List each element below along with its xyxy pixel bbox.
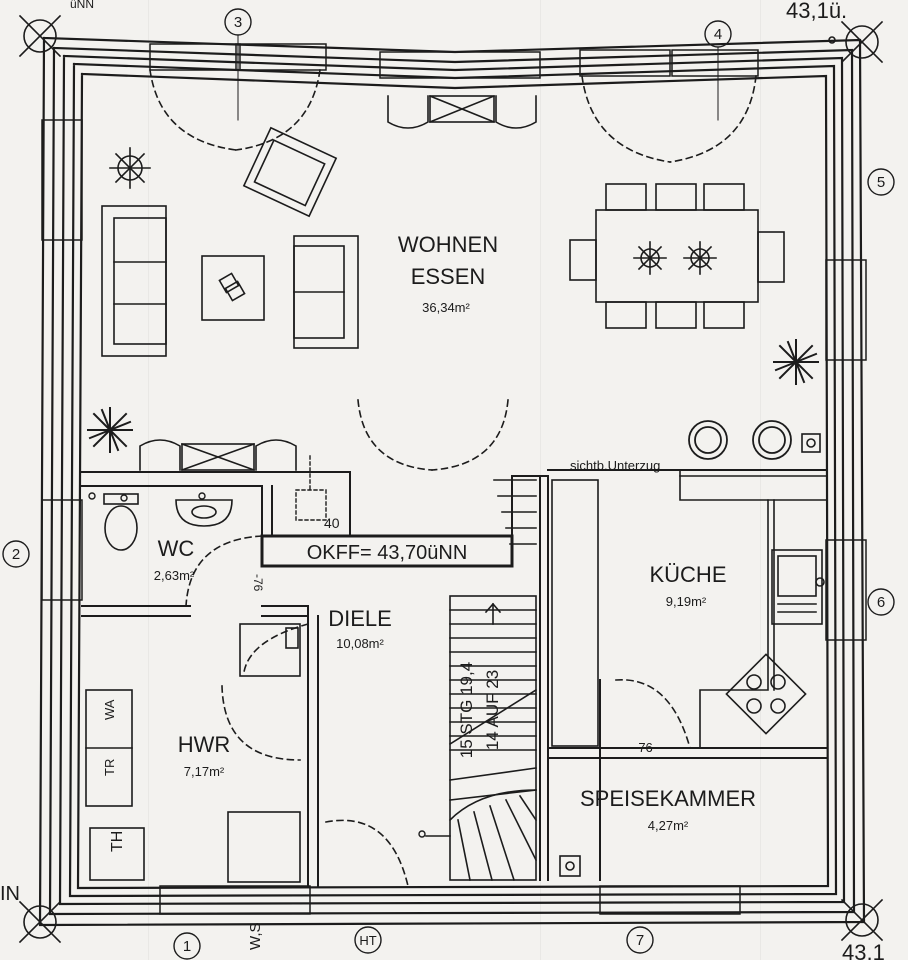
armchair xyxy=(242,126,338,218)
dots xyxy=(88,492,426,838)
ceiling-lights xyxy=(109,147,717,275)
room-wohnen-name-2: ESSEN xyxy=(411,264,486,289)
axis-labels: 1 2 3 4 5 6 7 xyxy=(12,14,885,955)
sofa-left xyxy=(101,205,167,357)
room-speisekammer-area: 4,27m² xyxy=(648,818,689,833)
coffee-table xyxy=(201,255,265,321)
room-diele-area: 10,08m² xyxy=(336,636,384,651)
dim-76-pantry: -76- xyxy=(634,740,657,755)
plant-symbols xyxy=(87,339,819,453)
heat-label: TH xyxy=(109,831,126,852)
room-wc-name: WC xyxy=(158,536,195,561)
axis-label-6: 6 xyxy=(877,594,885,611)
corner-crosshairs xyxy=(18,14,884,944)
axis-label-1: 1 xyxy=(183,938,191,955)
interior-walls xyxy=(81,469,827,887)
dryer-label: TR xyxy=(102,759,117,776)
room-kueche-name: KÜCHE xyxy=(649,562,726,587)
outer-walls xyxy=(38,36,866,927)
ws-label: W,S xyxy=(247,922,264,950)
dim-40: 40 xyxy=(324,515,340,531)
room-wohnen-name-1: WOHNEN xyxy=(398,232,498,257)
windows xyxy=(41,43,867,915)
washer-label: WA xyxy=(102,699,117,720)
unterzug-label: sichtb.Unterzug xyxy=(570,458,660,473)
pantry-vent xyxy=(559,855,581,877)
okff-label: OKFF= 43,70üNN xyxy=(307,542,468,564)
axis-label-7: 7 xyxy=(636,932,644,949)
door-swings xyxy=(149,69,757,887)
annotations: OKFF= 43,70üNN 15 STG 19,4 14 AUF 23 sic… xyxy=(102,458,660,950)
axis-markers xyxy=(2,8,895,960)
axis-label-5: 5 xyxy=(877,174,885,191)
bottom-right-partial: 43,1 xyxy=(842,940,885,960)
partition-column xyxy=(551,479,599,747)
sofa-right xyxy=(293,235,359,349)
axis-label-2: 2 xyxy=(12,546,20,563)
room-diele-name: DIELE xyxy=(328,606,392,631)
ht-label: HT xyxy=(359,933,376,948)
window-sideboard xyxy=(387,94,537,129)
room-wc-area: 2,63m² xyxy=(154,568,195,583)
room-hwr-area: 7,17m² xyxy=(184,764,225,779)
room-hwr-name: HWR xyxy=(178,732,231,757)
sink xyxy=(771,549,825,625)
cooktop xyxy=(725,653,807,735)
header-texts: üNN 43,1ü. 43,1 IN xyxy=(0,0,885,960)
top-right-partial: 43,1ü. xyxy=(786,0,847,23)
stair-line-2: 14 AUF 23 xyxy=(483,670,502,750)
stair-line-1: 15 STG 19,4 xyxy=(457,662,476,758)
staircase xyxy=(425,479,538,882)
okff-box xyxy=(260,534,514,568)
dining-table xyxy=(569,183,785,329)
axis-label-3: 3 xyxy=(234,14,242,31)
tv-sideboard xyxy=(139,439,297,472)
diele-small-box xyxy=(295,455,327,521)
room-wohnen-area: 36,34m² xyxy=(422,300,470,315)
bar-stools xyxy=(688,420,792,460)
corner-mark-bottom-left: IN xyxy=(0,883,20,905)
room-labels: WOHNEN ESSEN 36,34m² WC 2,63m² DIELE 10,… xyxy=(154,232,756,833)
top-left-partial: üNN xyxy=(70,0,94,11)
room-speisekammer-name: SPEISEKAMMER xyxy=(580,786,756,811)
wc-washbasin xyxy=(175,499,233,527)
room-kueche-area: 9,19m² xyxy=(666,594,707,609)
dim-76-wc: -76 xyxy=(251,574,265,592)
hwr-appliances xyxy=(85,623,301,883)
kitchen-counter xyxy=(679,433,827,749)
toilet xyxy=(103,493,139,551)
axis-label-4: 4 xyxy=(714,26,722,43)
